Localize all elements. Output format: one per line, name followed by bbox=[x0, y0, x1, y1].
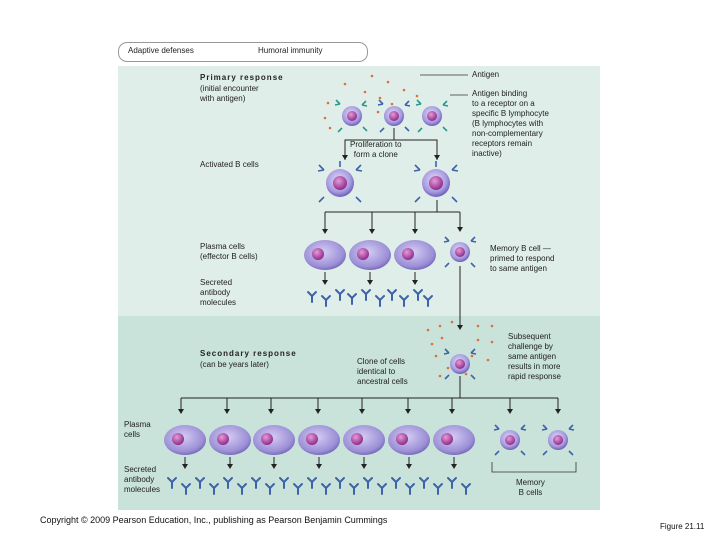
memory-cells-bottom bbox=[493, 424, 575, 456]
label-clone: Clone of cells identical to ancestral ce… bbox=[357, 357, 408, 386]
label-subsequent-challenge: Subsequent challenge by same antigen res… bbox=[508, 332, 561, 381]
primary-response-panel bbox=[118, 66, 600, 316]
activated-b-cell-2 bbox=[413, 161, 459, 203]
label-secreted-top: Secreted antibody molecules bbox=[200, 278, 237, 307]
proliferation-connector bbox=[344, 128, 438, 160]
plasma-branch-arrowheads bbox=[322, 227, 463, 234]
resting-b-cell-1 bbox=[334, 99, 368, 133]
antigen-dots-top bbox=[323, 74, 419, 130]
label-primary-response: Primary response bbox=[200, 73, 284, 82]
label-activated-b-cells: Activated B cells bbox=[200, 160, 259, 169]
secondary-response-panel bbox=[118, 316, 600, 510]
label-plasma-effector: Plasma cells (effector B cells) bbox=[200, 242, 258, 261]
memory-b-cell-top bbox=[443, 236, 477, 268]
figure-number: Figure 21.11 bbox=[660, 522, 705, 531]
label-secondary-response: Secondary response bbox=[200, 349, 297, 358]
activated-b-cell-1 bbox=[317, 161, 363, 203]
clone-branch-arrowheads bbox=[178, 409, 561, 414]
label-antigen: Antigen bbox=[472, 70, 500, 79]
resting-b-cell-3 bbox=[415, 99, 449, 133]
plasma-cell-top-1 bbox=[304, 240, 346, 270]
memory-cells-bracket bbox=[491, 462, 577, 473]
label-memory-primed: Memory B cell — primed to respond to sam… bbox=[490, 244, 555, 273]
antibodies-bottom bbox=[167, 477, 471, 495]
resting-b-cell-2 bbox=[377, 99, 411, 133]
label-memory-cells: Memory B cells bbox=[516, 478, 545, 497]
label-proliferation: Proliferation to form a clone bbox=[350, 140, 402, 159]
clone-branch-drops bbox=[180, 398, 559, 410]
copyright-text: Copyright © 2009 Pearson Education, Inc.… bbox=[40, 515, 388, 525]
plasma-cells-bottom bbox=[164, 425, 475, 455]
header-left-label: Adaptive defenses bbox=[128, 46, 194, 55]
label-antigen-binding: Antigen binding to a receptor on a speci… bbox=[472, 89, 549, 158]
label-secreted-bottom: Secreted antibody molecules bbox=[124, 465, 161, 494]
antigen-dots-secondary bbox=[426, 320, 494, 378]
plasma-branch-connector bbox=[324, 200, 461, 232]
header-bar bbox=[118, 42, 368, 62]
antibodies-top bbox=[307, 289, 433, 307]
label-primary-sub: (initial encounter with antigen) bbox=[200, 84, 259, 103]
clone-branch-connector bbox=[181, 376, 558, 399]
memory-b-cell-challenged bbox=[443, 348, 477, 380]
plasma-cell-top-2 bbox=[349, 240, 391, 270]
header-right-label: Humoral immunity bbox=[258, 46, 323, 55]
plasma-cell-top-3 bbox=[394, 240, 436, 270]
label-secondary-sub: (can be years later) bbox=[200, 360, 269, 369]
label-plasma-cells-bottom: Plasma cells bbox=[124, 420, 151, 439]
